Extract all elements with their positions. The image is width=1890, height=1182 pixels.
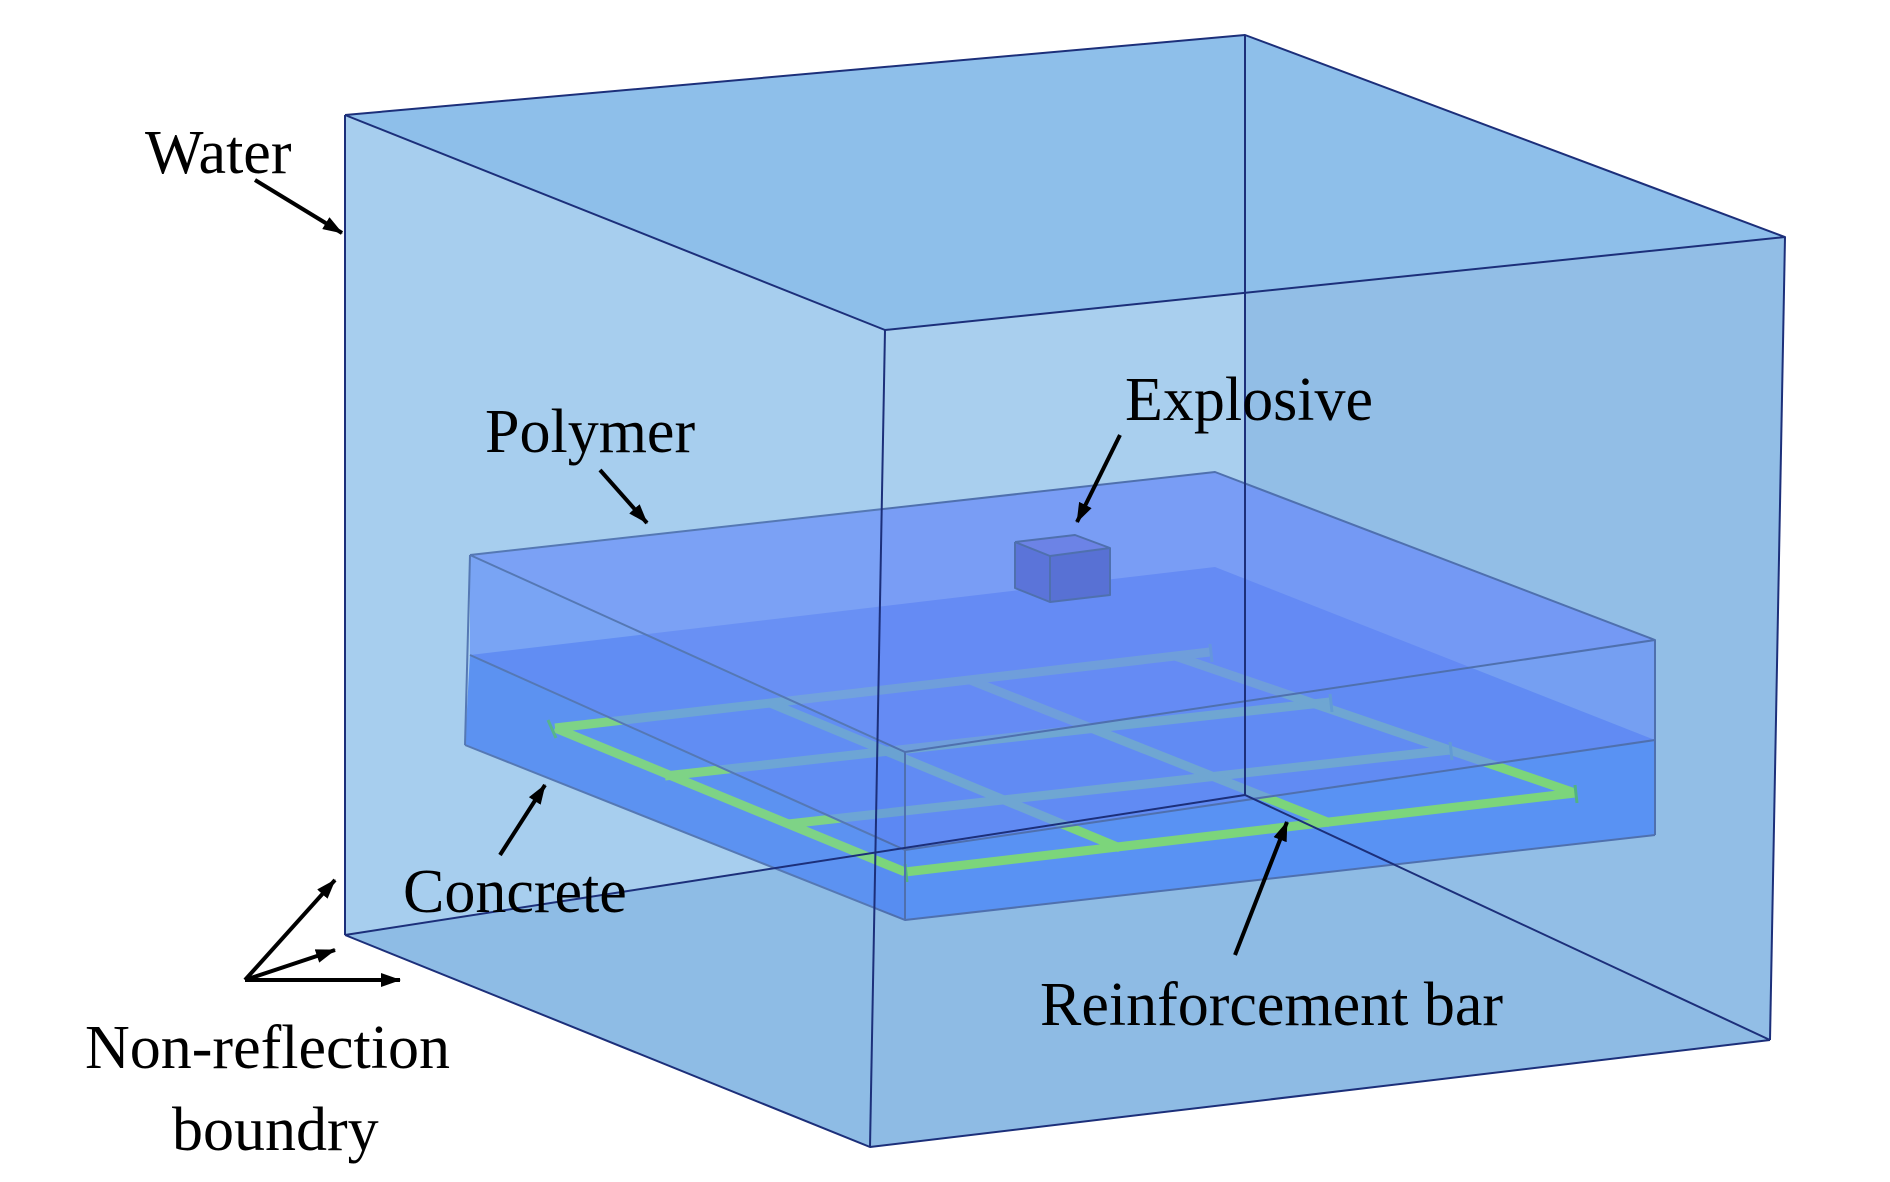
polymer-label: Polymer [485,398,695,466]
boundary-label-line1: Non-reflection [85,1014,450,1082]
water-top-face [345,35,1785,330]
water-label: Water [145,119,292,187]
water-back-bottom-edges [344,794,1771,1041]
boundary-label-line2: boundry [172,1096,379,1164]
water-left-face [345,115,885,1147]
water-arrow [253,178,344,235]
labels: Water Polymer Explosive Concrete Reinfor… [85,119,1503,1164]
explosive-label: Explosive [1125,366,1373,434]
boundary-arrow-up [243,878,337,982]
rebar-long-4 [904,788,1576,877]
water-right-vertical-edge [1769,236,1786,1041]
polymer-front-face [905,640,1655,850]
explosive-arrow [1075,434,1122,523]
water-front-vertical-edge [869,329,886,1148]
explosive-charge [1014,534,1111,603]
polymer-arrow [598,468,649,525]
explosive-edge-c [1049,547,1111,557]
explosive-edge-b [1014,541,1051,557]
reinforcement-bar-label: Reinforcement bar [1040,971,1503,1039]
boundary-arrow-diagonal [244,948,336,982]
water-domain-front [344,34,1786,1148]
explosive-front [1015,542,1050,602]
water-bottom-outline [344,934,1771,1148]
explosive-outline [1014,534,1111,603]
concrete-arrow [498,783,547,857]
rebar-tick-5 [1573,784,1579,804]
annotation-arrows [243,178,1289,987]
explosive-side [1050,548,1110,602]
reinforcement-bar-arrow [1233,821,1289,956]
water-front-face [870,237,1785,1147]
concrete-label: Concrete [403,858,627,926]
